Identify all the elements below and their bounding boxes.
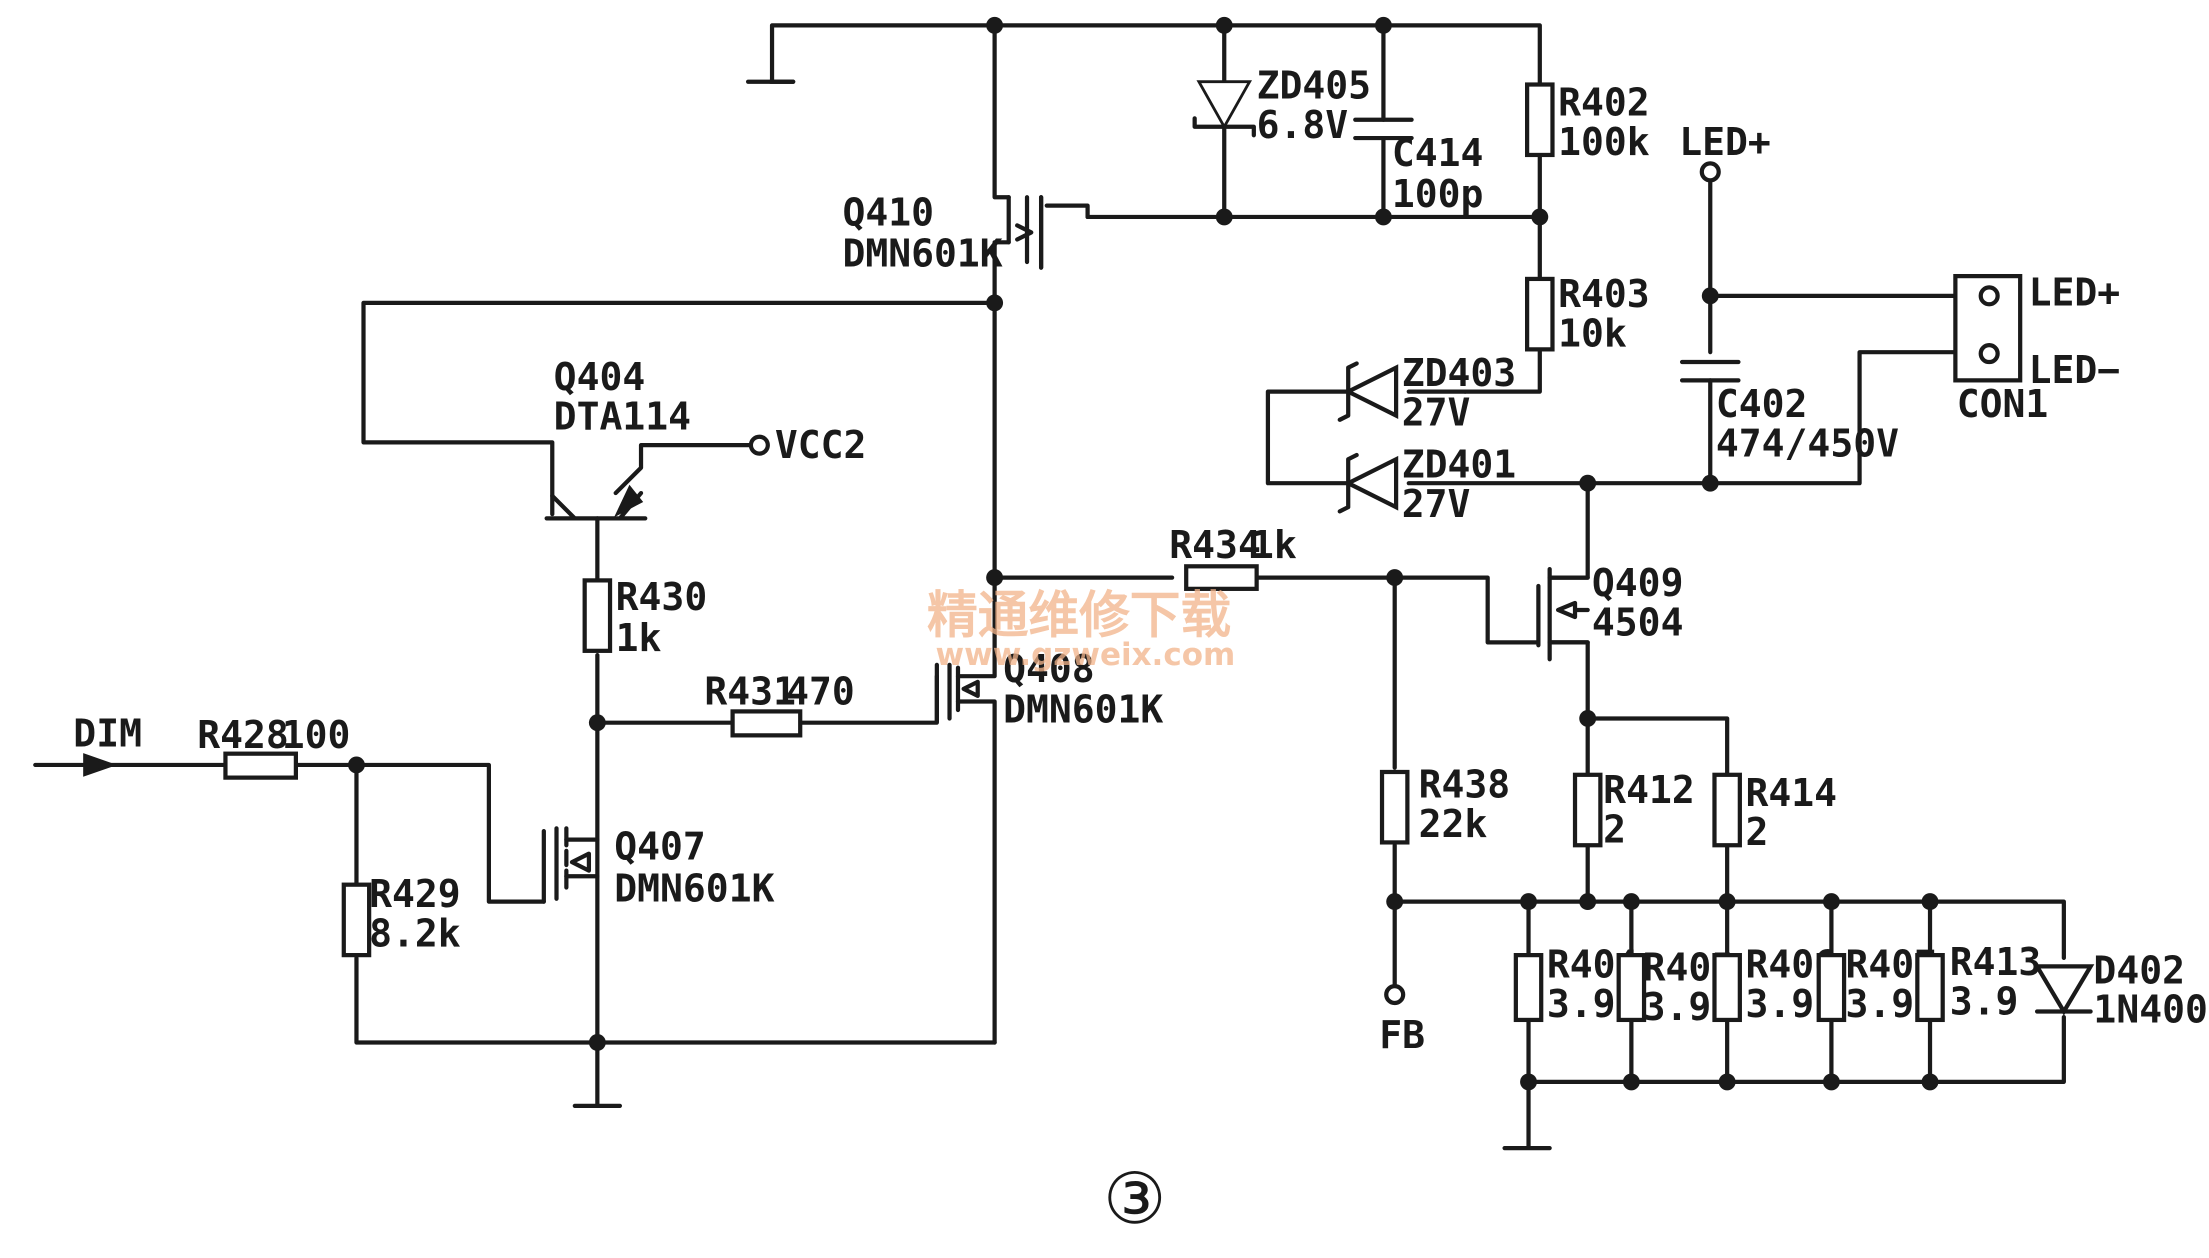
resistor-r414 — [1712, 772, 1742, 848]
resistor-r403 — [1525, 276, 1555, 352]
r430-value: 1k — [616, 616, 662, 660]
capacitor-c414 — [1353, 117, 1414, 141]
fb-terminal — [1384, 984, 1406, 1006]
dim-arrow-icon — [83, 753, 118, 777]
zener-zd405 — [1192, 80, 1256, 138]
mosfet-q409 — [1536, 567, 1590, 662]
junction-dots — [348, 16, 1939, 1091]
q407-part: DMN601K — [614, 867, 774, 911]
q408-part: DMN601K — [1003, 688, 1163, 732]
con1-ref: CON1 — [1957, 382, 2049, 426]
r414-value: 2 — [1745, 810, 1768, 854]
r430-ref: R430 — [616, 575, 708, 619]
connector-con1 — [1953, 273, 2023, 383]
r402-ref: R402 — [1558, 81, 1650, 125]
q409-part: 4504 — [1592, 600, 1684, 644]
zd403-ref: ZD403 — [1402, 351, 1516, 395]
figure-number: ③ — [1103, 1158, 1166, 1240]
r406-value: 3.9 — [1745, 982, 1814, 1026]
con1-pin2: LED− — [2029, 348, 2121, 392]
fb-label: FB — [1379, 1013, 1425, 1057]
zd401-ref: ZD401 — [1402, 443, 1516, 487]
vcc2-label: VCC2 — [775, 423, 867, 467]
r438-value: 22k — [1419, 802, 1488, 846]
r407-value: 3.9 — [1845, 982, 1914, 1026]
r403-value: 10k — [1558, 312, 1627, 356]
c414-ref: C414 — [1392, 131, 1484, 175]
resistor-r429 — [341, 882, 372, 958]
resistor-r428 — [223, 751, 298, 780]
q410-ref: Q410 — [842, 190, 934, 234]
zener-zd403 — [1337, 361, 1399, 422]
watermark-line1: 精通维修下载 — [927, 586, 1231, 645]
led-plus-terminal — [1699, 161, 1721, 183]
resistor-r405 — [1616, 953, 1647, 1023]
q410-part: DMN601K — [842, 231, 1002, 275]
resistor-r412 — [1572, 772, 1603, 848]
r402-value: 100k — [1558, 120, 1650, 164]
dim-label: DIM — [73, 712, 142, 756]
mosfet-q408 — [934, 662, 980, 724]
zd401-value: 27V — [1402, 482, 1471, 526]
resistor-r431 — [730, 709, 803, 738]
d402-ref: D402 — [2093, 948, 2185, 992]
zd405-value: 6.8V — [1257, 103, 1349, 147]
r413-value: 3.9 — [1950, 979, 2019, 1023]
d402-part: 1N4007 — [2093, 988, 2209, 1032]
led-plus-label: LED+ — [1679, 120, 1771, 164]
q407-ref: Q407 — [614, 824, 706, 868]
r428-value: 100 — [282, 713, 351, 757]
resistor-r404 — [1513, 953, 1544, 1023]
r429-ref: R429 — [369, 872, 461, 916]
r431-ref: R431 — [704, 669, 796, 713]
r414-ref: R414 — [1745, 771, 1837, 815]
c414-value: 100p — [1392, 172, 1484, 216]
mosfet-q410 — [1006, 195, 1044, 270]
r403-ref: R403 — [1558, 272, 1650, 316]
resistor-r438 — [1379, 769, 1410, 845]
q404-ref: Q404 — [554, 355, 646, 399]
resistor-r413 — [1915, 953, 1945, 1023]
diode-d402 — [2033, 964, 2095, 1016]
wires — [33, 23, 2066, 1151]
r404-value: 3.9 — [1547, 982, 1616, 1026]
resistor-r406 — [1712, 953, 1742, 1023]
q404-part: DTA114 — [554, 395, 691, 439]
transistor-q404 — [544, 484, 648, 521]
r431-value: 470 — [786, 669, 855, 713]
r412-value: 2 — [1603, 807, 1626, 851]
resistor-r430 — [582, 578, 613, 653]
zd405-ref: ZD405 — [1257, 64, 1371, 108]
con1-pin1: LED+ — [2029, 271, 2121, 315]
r434-ref: R434 — [1169, 523, 1261, 567]
capacitor-c402 — [1679, 359, 1741, 383]
r428-ref: R428 — [197, 713, 289, 757]
r434-value: 1k — [1251, 523, 1297, 567]
resistor-r407 — [1816, 953, 1847, 1023]
r405-value: 3.9 — [1643, 985, 1712, 1029]
zd403-value: 27V — [1402, 390, 1471, 434]
r438-ref: R438 — [1419, 762, 1511, 806]
resistor-r402 — [1525, 82, 1555, 158]
zener-zd401 — [1337, 452, 1399, 514]
watermark-line2: www.gzweix.com — [935, 637, 1235, 673]
q409-ref: Q409 — [1592, 561, 1684, 605]
resistor-r434 — [1184, 564, 1259, 591]
q408-ref: Q408 — [1003, 647, 1095, 691]
r413-ref: R413 — [1950, 940, 2042, 984]
mosfet-q407 — [541, 826, 592, 904]
c402-ref: C402 — [1716, 382, 1808, 426]
r412-ref: R412 — [1603, 768, 1695, 812]
vcc2-terminal — [748, 434, 770, 456]
c402-value: 474/450V — [1716, 421, 1899, 465]
r429-value: 8.2k — [369, 912, 461, 956]
